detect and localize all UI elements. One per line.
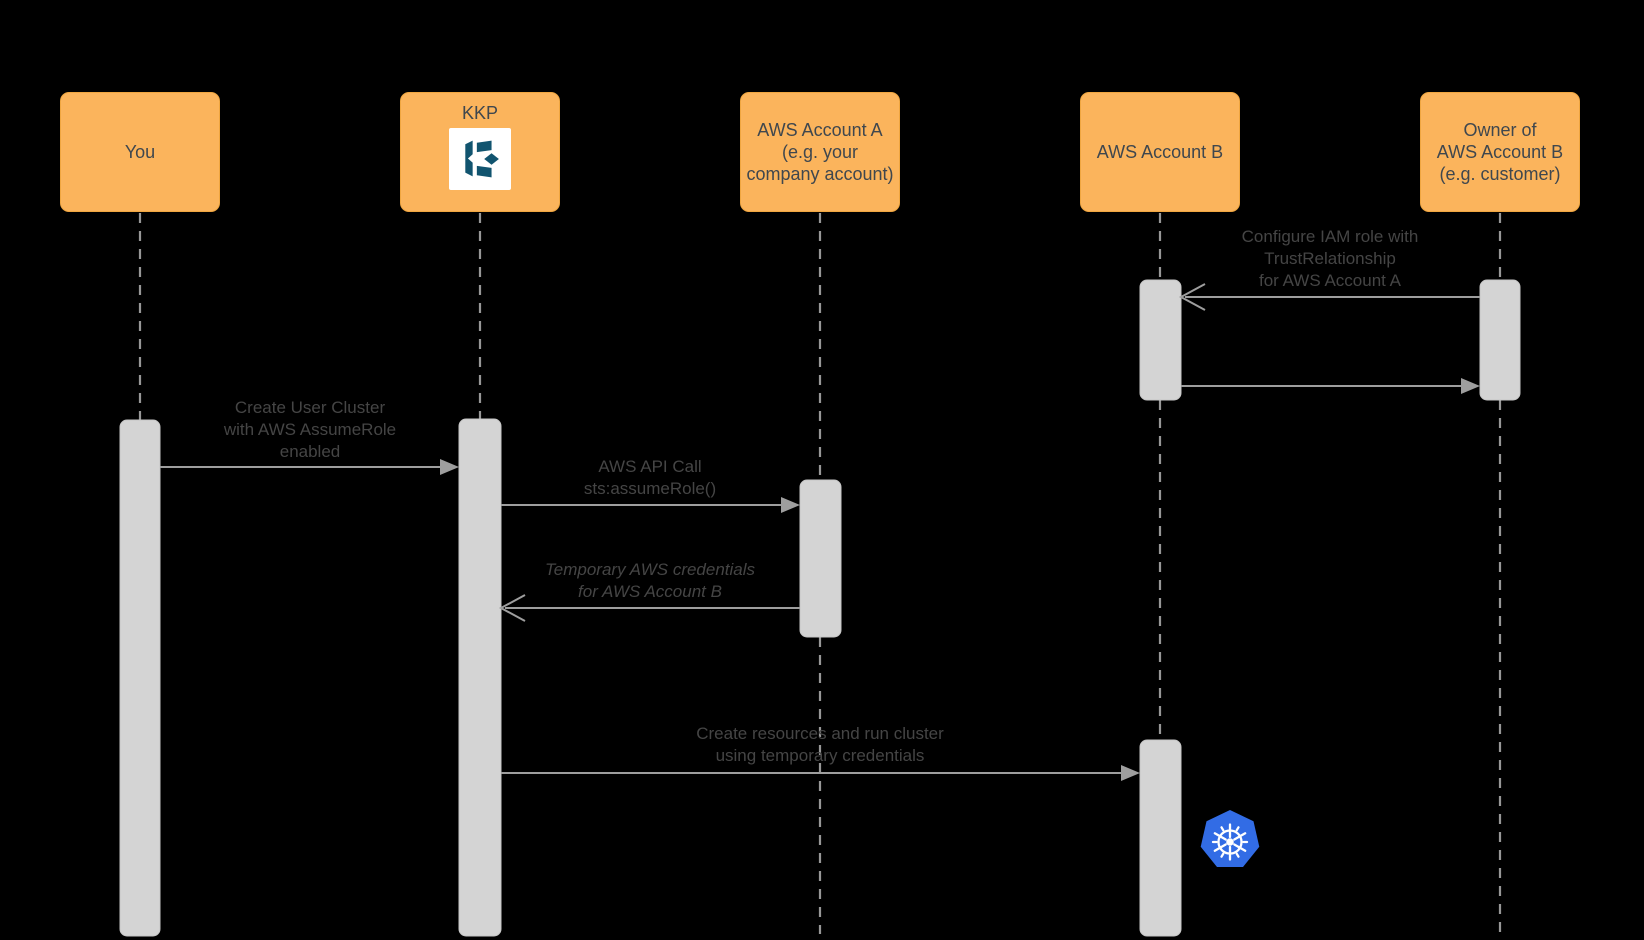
kubermatic-logo-icon: [449, 128, 511, 190]
message-label-configure-iam-role: Configure IAM role with TrustRelationshi…: [1241, 227, 1419, 290]
actor-box-aws-account-b: AWS Account B: [1080, 92, 1240, 212]
activation-bar-owner: [1479, 279, 1521, 401]
message-label-aws-api-call: AWS API Call sts:assumeRole(): [583, 457, 717, 498]
activation-bar-aws-account-b-2: [1139, 739, 1182, 937]
arrowhead-open-temporary-credentials: [498, 594, 526, 622]
message-label-create-resources: Create resources and run cluster using t…: [696, 724, 944, 765]
kubernetes-helm-wheel: [1211, 823, 1249, 861]
arrowhead-open-configure-iam-role: [1178, 283, 1206, 311]
actor-label-kkp: KKP: [461, 103, 499, 123]
activation-bar-you: [119, 419, 161, 937]
actor-label-you: You: [124, 142, 156, 162]
actor-box-aws-account-a: AWS Account A (e.g. your company account…: [740, 92, 900, 212]
kubernetes-icon: [1200, 810, 1260, 867]
activation-bar-kkp: [458, 418, 502, 937]
arrowhead-filled-iam-role-reply: [1461, 378, 1480, 394]
actor-box-owner-aws-account-b: Owner of AWS Account B (e.g. customer): [1420, 92, 1580, 212]
actor-box-kkp: KKP: [400, 92, 560, 212]
kubermatic-logo-mark: [465, 140, 499, 178]
arrowhead-filled-create-user-cluster: [440, 459, 459, 475]
arrowhead-filled-aws-api-call: [781, 497, 800, 513]
actor-label-owner-aws-account-b: Owner of AWS Account B (e.g. customer): [1436, 120, 1564, 184]
message-label-create-user-cluster: Create User Cluster with AWS AssumeRole …: [223, 398, 397, 461]
activation-bar-aws-account-b-1: [1139, 279, 1182, 401]
actor-box-you: You: [60, 92, 220, 212]
arrowhead-filled-create-resources: [1121, 765, 1140, 781]
activation-bar-aws-account-a: [799, 479, 842, 638]
actor-label-aws-account-b: AWS Account B: [1096, 142, 1224, 162]
message-label-temporary-credentials: Temporary AWS credentials for AWS Accoun…: [544, 560, 756, 601]
actor-label-aws-account-a: AWS Account A (e.g. your company account…: [746, 120, 894, 184]
kubernetes-wheel-hub: [1226, 838, 1234, 846]
